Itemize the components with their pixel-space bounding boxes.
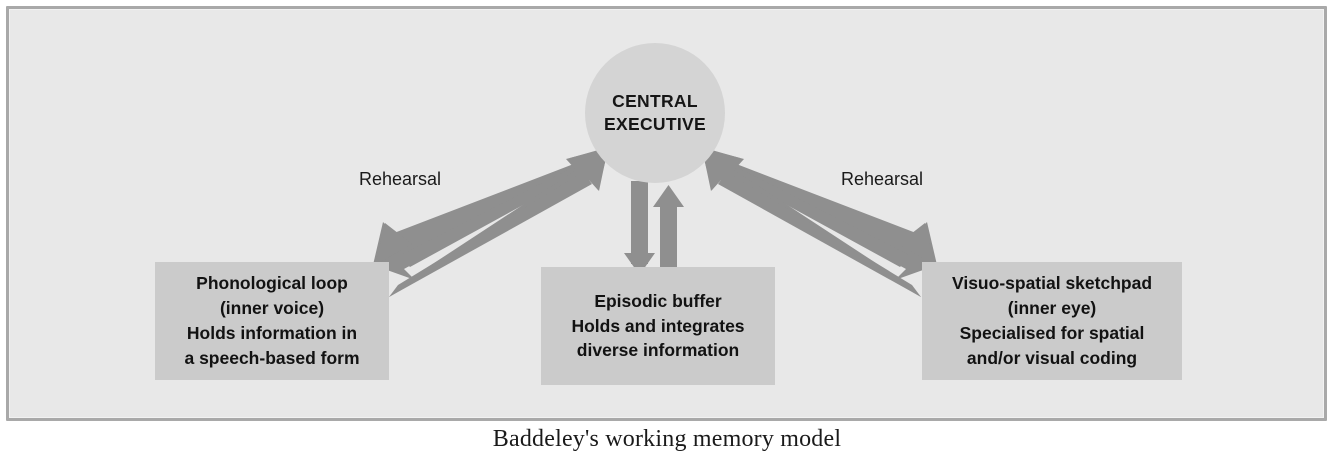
episodic-buffer-line-2: Holds and integrates [571,315,745,336]
phonological-loop-line-2: (inner voice) [219,298,325,319]
phonological-loop-line-4: a speech-based form [184,347,360,368]
phonological-loop-line-3: Holds information in [186,323,358,343]
rehearsal-label-right: Rehearsal [841,169,924,189]
visuo-spatial-sketchpad-line-3: Specialised for spatial [959,323,1145,343]
visuo-spatial-sketchpad-line-2: (inner eye) [1007,298,1097,319]
central-executive-label-line2: EXECUTIVE [604,114,706,134]
episodic-buffer-box[interactable]: Episodic buffer Holds and integrates div… [541,267,775,385]
central-executive-label-line1: CENTRAL [612,90,698,111]
figure-caption: Baddeley's working memory model [492,426,842,452]
visuo-spatial-sketchpad-line-1: Visuo-spatial sketchpad [951,273,1153,294]
central-executive-node[interactable]: CENTRAL EXECUTIVE [585,43,725,183]
rehearsal-label-left: Rehearsal [359,169,442,189]
visuo-spatial-sketchpad-line-4: and/or visual coding [966,347,1138,368]
phonological-loop-line-1: Phonological loop [196,273,348,294]
episodic-buffer-line-3: diverse information [576,340,740,361]
episodic-buffer-line-1: Episodic buffer [594,290,722,311]
visuo-spatial-sketchpad-box[interactable]: Visuo-spatial sketchpad (inner eye) Spec… [922,262,1182,380]
phonological-loop-box[interactable]: Phonological loop (inner voice) Holds in… [155,262,389,380]
